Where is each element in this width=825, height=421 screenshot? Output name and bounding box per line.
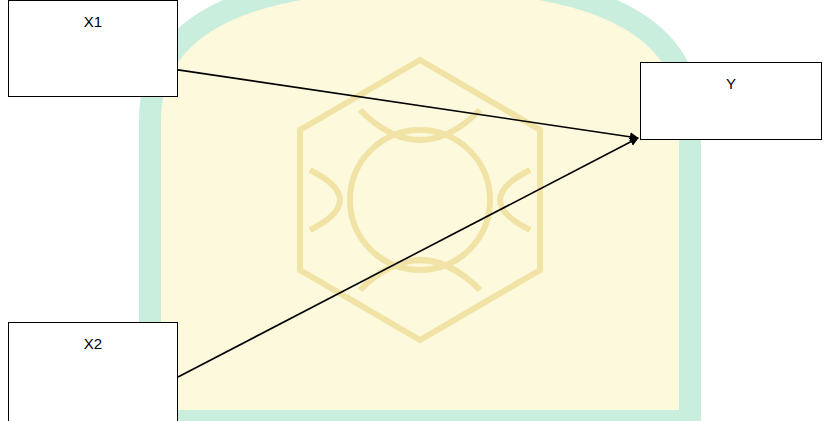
- variable-label: X1: [9, 1, 177, 31]
- variable-box: Y: [640, 62, 822, 140]
- influence-arrow: [178, 70, 638, 138]
- variable-box: X1: [8, 0, 178, 97]
- arch-watermark: [150, 0, 690, 421]
- influence-arrow: [178, 138, 638, 377]
- ornament-watermark: [300, 60, 540, 340]
- variable-box: X2: [8, 322, 178, 421]
- variable-label: Y: [641, 63, 821, 93]
- variable-label: X2: [9, 323, 177, 353]
